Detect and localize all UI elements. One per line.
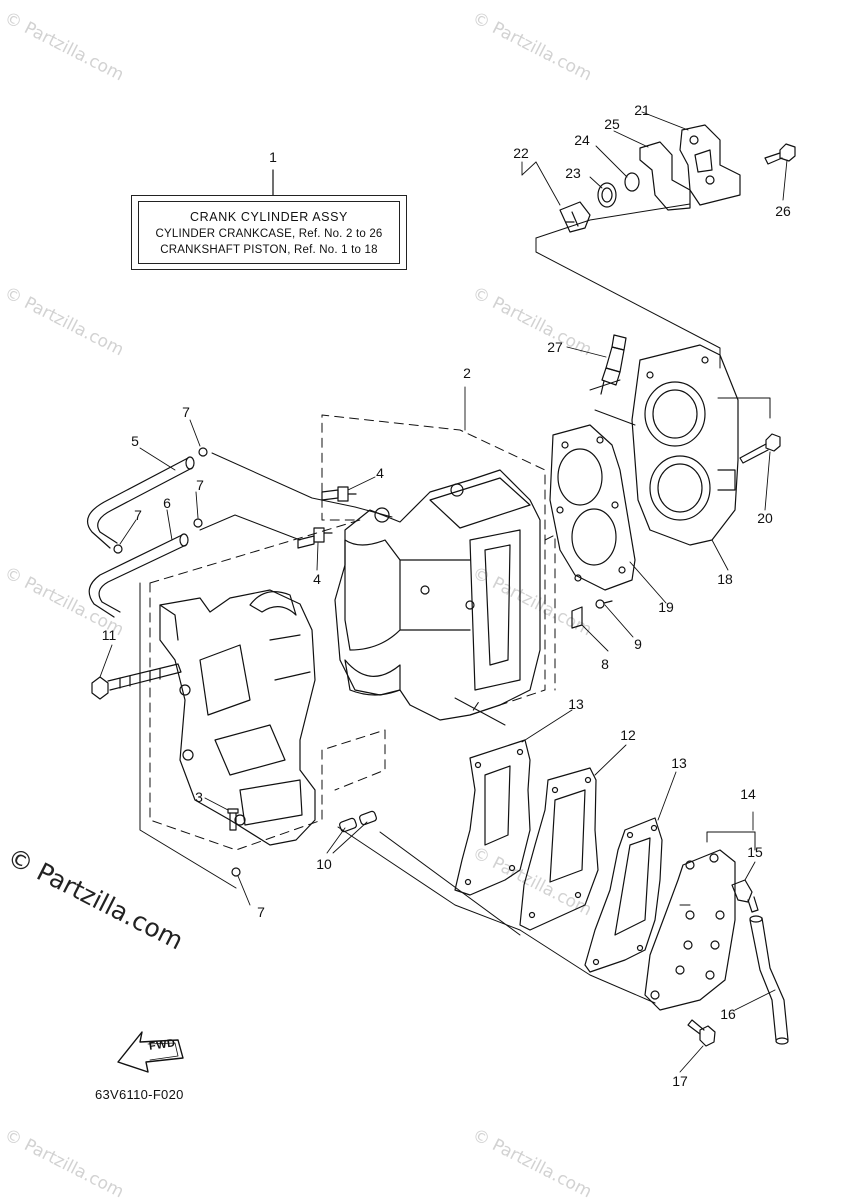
callout-19[interactable]: 19: [658, 599, 674, 615]
callout-5[interactable]: 5: [131, 433, 139, 449]
gasket-part-25: [639, 141, 691, 211]
callout-6[interactable]: 6: [163, 495, 171, 511]
callout-1[interactable]: 1: [269, 149, 277, 165]
cylinder-head-part-18: [631, 344, 739, 546]
callout-25[interactable]: 25: [604, 116, 620, 132]
legend-title: CRANK CYLINDER ASSY: [190, 209, 348, 224]
callout-16[interactable]: 16: [720, 1006, 736, 1022]
callout-4[interactable]: 4: [376, 465, 384, 481]
dowel-part-10: [339, 810, 377, 833]
valve-part-22: [559, 201, 591, 233]
callout-9[interactable]: 9: [634, 636, 642, 652]
callout-21[interactable]: 21: [634, 102, 650, 118]
callout-7[interactable]: 7: [134, 507, 142, 523]
bolt-part-11: [91, 663, 182, 700]
bolt-part-20: [739, 433, 781, 464]
callout-8[interactable]: 8: [601, 656, 609, 672]
callout-2[interactable]: 2: [463, 365, 471, 381]
callout-27[interactable]: 27: [547, 339, 563, 355]
spark-plug-part-27: [600, 334, 627, 395]
hose-part-16: [749, 915, 789, 1045]
callout-13[interactable]: 13: [671, 755, 687, 771]
callout-7[interactable]: 7: [196, 477, 204, 493]
callout-26[interactable]: 26: [775, 203, 791, 219]
cylinder-block: [334, 469, 541, 721]
callout-22[interactable]: 22: [513, 145, 529, 161]
callout-15[interactable]: 15: [747, 844, 763, 860]
callout-18[interactable]: 18: [717, 571, 733, 587]
callout-14[interactable]: 14: [740, 786, 756, 802]
cover-part-21: [679, 124, 741, 206]
fitting-part-4: [297, 486, 357, 549]
callout-7[interactable]: 7: [257, 904, 265, 920]
assembly-dashed-outline: [149, 414, 556, 851]
assembly-leader-lines: [139, 203, 771, 1004]
clip-part-7: [113, 447, 241, 877]
assembly-legend-box: CRANK CYLINDER ASSY CYLINDER CRANKCASE, …: [131, 195, 407, 270]
seal-part-23: [597, 182, 617, 208]
cover-part-14: [644, 849, 736, 1011]
callout-23[interactable]: 23: [565, 165, 581, 181]
callout-10[interactable]: 10: [316, 856, 332, 872]
callout-3[interactable]: 3: [195, 789, 203, 805]
hose-part-6: [88, 533, 189, 618]
gasket-part-13a: [454, 739, 531, 896]
bolt-part-17: [687, 1019, 716, 1047]
fwd-arrow-icon: [117, 1031, 184, 1073]
callout-leaders: [99, 111, 788, 1073]
gasket-part-13b: [584, 817, 663, 973]
part-8-9: [571, 599, 613, 629]
assembly-legend-inner: CRANK CYLINDER ASSY CYLINDER CRANKCASE, …: [138, 201, 400, 264]
legend-line-crankshaft-piston: CRANKSHAFT PISTON, Ref. No. 1 to 18: [160, 243, 378, 256]
callout-13[interactable]: 13: [568, 696, 584, 712]
callout-4[interactable]: 4: [313, 571, 321, 587]
legend-line-cylinder-crankcase: CYLINDER CRANKCASE, Ref. No. 2 to 26: [155, 227, 383, 240]
bolt-part-26: [764, 143, 796, 165]
callout-7[interactable]: 7: [182, 404, 190, 420]
callout-24[interactable]: 24: [574, 132, 590, 148]
head-gasket-part-19: [549, 424, 636, 591]
washer-part-24: [624, 172, 640, 192]
callout-20[interactable]: 20: [757, 510, 773, 526]
callout-17[interactable]: 17: [672, 1073, 688, 1089]
callout-12[interactable]: 12: [620, 727, 636, 743]
diagram-code: 63V6110-F020: [95, 1087, 184, 1102]
callout-11[interactable]: 11: [101, 627, 117, 643]
screw-part-3: [227, 808, 239, 831]
fitting-part-15: [731, 879, 759, 913]
crankcase: [159, 589, 316, 846]
hose-part-5: [87, 456, 195, 549]
plate-part-12: [519, 767, 599, 931]
